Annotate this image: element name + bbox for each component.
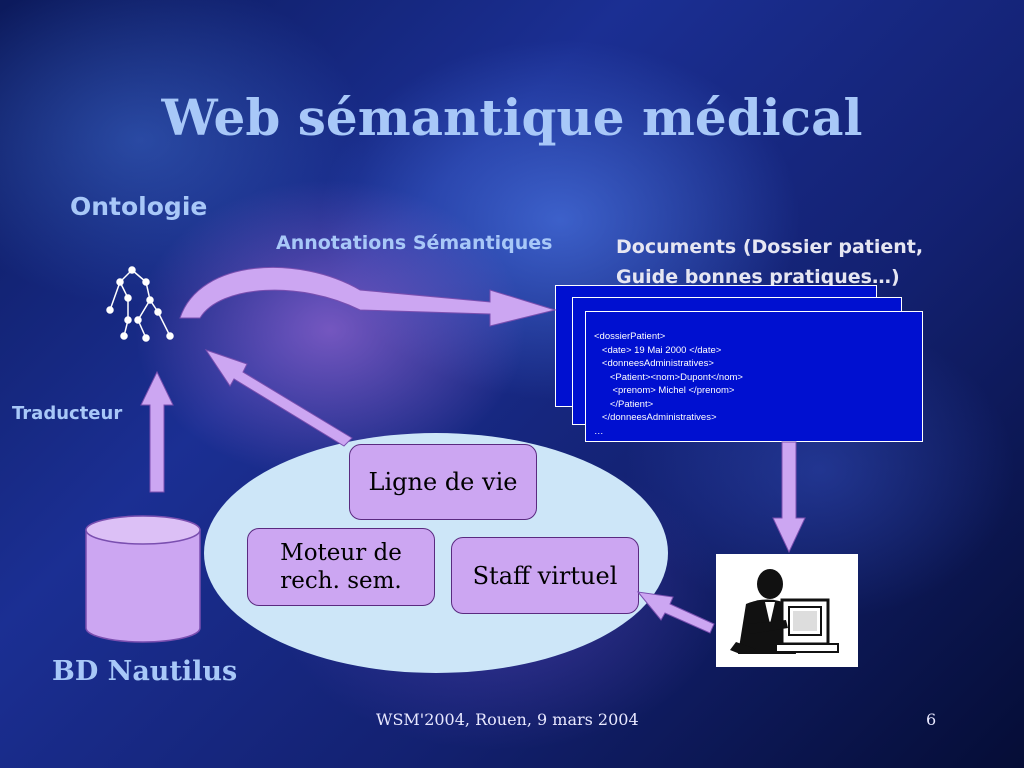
- documents-label: Documents (Dossier patient, Guide bonnes…: [616, 232, 923, 292]
- documents-label-line2: Guide bonnes pratiques…): [616, 266, 900, 288]
- moteur-line1: Moteur de: [280, 540, 402, 566]
- footer-text: WSM'2004, Rouen, 9 mars 2004: [376, 710, 639, 729]
- user-at-computer-icon: [730, 569, 839, 654]
- page-number: 6: [926, 710, 937, 729]
- annotations-label: Annotations Sémantiques: [276, 232, 553, 254]
- database-cylinder-icon: [85, 515, 201, 643]
- traducteur-label: Traducteur: [12, 403, 123, 424]
- staff-virtuel-box: Staff virtuel: [451, 537, 639, 614]
- slide-title: Web sémantique médical: [161, 88, 863, 147]
- document-xml-content: <dossierPatient> <date> 19 Mai 2000 </da…: [594, 331, 743, 437]
- ontologie-label: Ontologie: [70, 192, 208, 221]
- user-photo: [716, 554, 858, 667]
- moteur-recherche-box: Moteur de rech. sem.: [247, 528, 435, 606]
- arrow-documents-down: [772, 441, 806, 554]
- curved-arrow-annotations: [179, 266, 557, 327]
- bd-nautilus-label: BD Nautilus: [52, 656, 238, 687]
- ontology-tree-icon: [106, 266, 174, 342]
- documents-label-line1: Documents (Dossier patient,: [616, 236, 924, 258]
- arrow-traducteur-up: [140, 370, 174, 493]
- document-card-front: <dossierPatient> <date> 19 Mai 2000 </da…: [585, 311, 923, 442]
- arrow-user-to-staff: [636, 591, 715, 634]
- moteur-line2: rech. sem.: [280, 568, 402, 594]
- arrow-ellipse-to-ontology: [204, 349, 353, 447]
- ligne-de-vie-box: Ligne de vie: [349, 444, 537, 520]
